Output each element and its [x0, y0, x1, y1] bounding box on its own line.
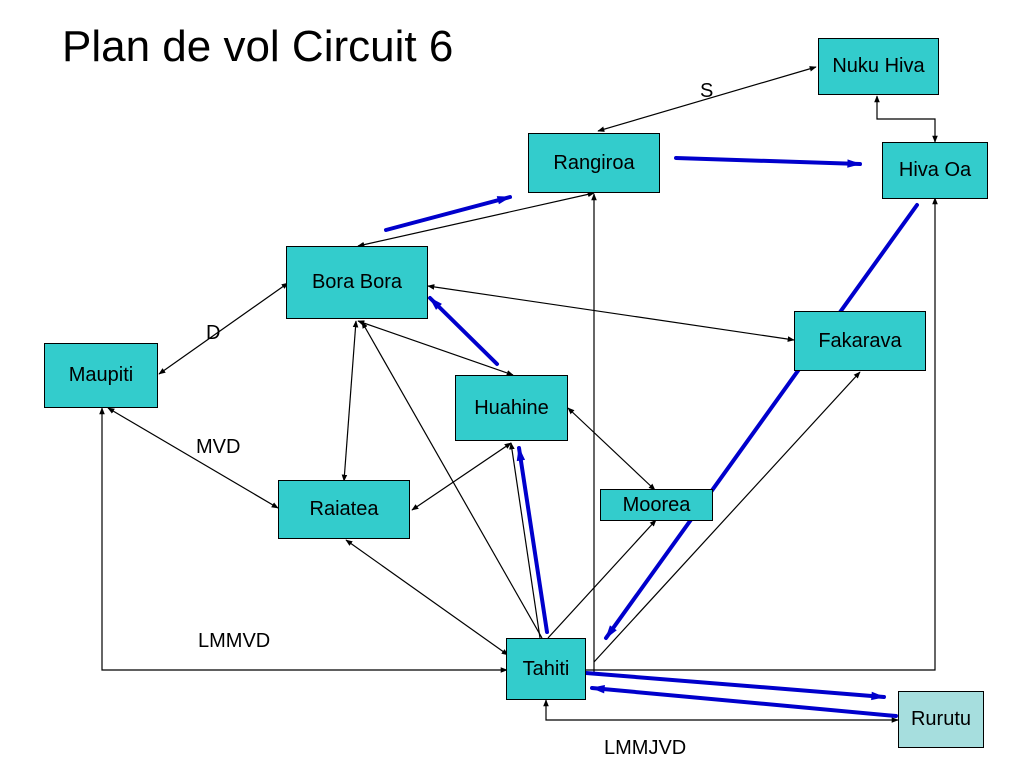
label-mvd: MVD: [196, 436, 241, 458]
label-lmmjvd: LMMJVD: [604, 737, 687, 759]
node-rurutu: Rurutu: [898, 691, 984, 748]
connection-maupiti-tahiti: [99, 407, 508, 673]
connection-bora-bora-maupiti: [158, 282, 289, 375]
flight-path-hiva-oa-tahiti: [604, 203, 919, 640]
label-s: S: [700, 80, 714, 102]
node-maupiti: Maupiti: [44, 343, 158, 408]
connection-rangiroa-bora-bora: [357, 191, 595, 248]
flight-path-bora-bora-rangiroa: [384, 195, 512, 232]
connection-tahiti-hiva-oa: [586, 197, 938, 671]
flight-path-tahiti-rurutu: [584, 671, 886, 701]
label-lmmvd: LMMVD: [198, 630, 271, 652]
flight-path-huahine-bora-bora: [428, 296, 499, 366]
node-raiatea: Raiatea: [278, 480, 410, 539]
connection-raiatea-tahiti: [345, 539, 509, 656]
connection-tahiti-huahine: [509, 442, 541, 639]
connection-bora-bora-fakarava: [427, 284, 795, 342]
flight-path-tahiti-huahine: [516, 446, 549, 634]
node-huahine: Huahine: [455, 375, 568, 441]
connection-huahine-raiatea: [411, 442, 512, 511]
node-fakarava: Fakarava: [794, 311, 926, 371]
node-rangiroa: Rangiroa: [528, 133, 660, 193]
connection-tahiti-fakarava: [593, 371, 861, 663]
node-hiva-oa: Hiva Oa: [882, 142, 988, 199]
connection-bora-bora-raiatea: [341, 320, 359, 482]
label-d: D: [206, 322, 221, 344]
connection-nuku-hiva-hiva-oa: [874, 95, 938, 143]
connection-tahiti-rurutu: [543, 699, 899, 723]
connection-huahine-moorea: [567, 407, 656, 491]
flight-path-rurutu-tahiti: [590, 684, 898, 718]
connection-maupiti-raiatea: [107, 407, 279, 509]
connection-rangiroa-nuku-hiva: [597, 66, 817, 132]
node-moorea: Moorea: [600, 489, 713, 521]
node-bora-bora: Bora Bora: [286, 246, 428, 319]
node-tahiti: Tahiti: [506, 638, 586, 700]
page-title: Plan de vol Circuit 6: [62, 22, 454, 71]
flight-path-rangiroa-hiva-oa: [674, 156, 862, 168]
node-nuku-hiva: Nuku Hiva: [818, 38, 939, 95]
connection-bora-bora-huahine: [357, 320, 514, 376]
connection-tahiti-moorea: [547, 519, 657, 639]
